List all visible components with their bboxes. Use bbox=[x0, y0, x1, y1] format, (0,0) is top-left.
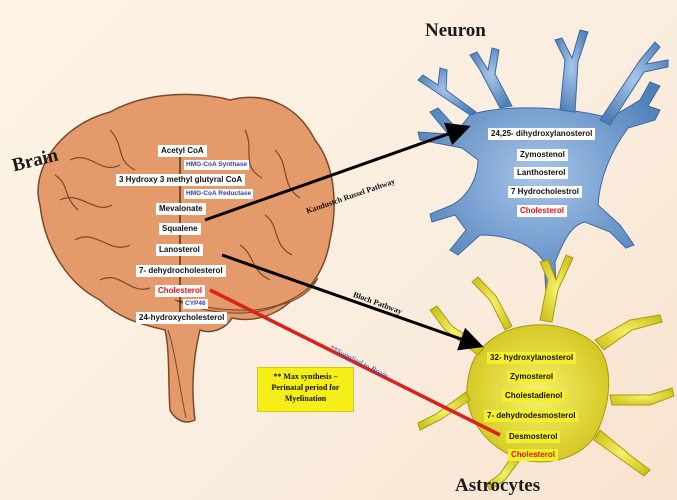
neuron-title: Neuron bbox=[425, 20, 486, 41]
kandutsch-arrow bbox=[204, 122, 471, 222]
astrocyte-cholestadienol: Cholestadienol bbox=[502, 390, 566, 402]
brain-squalene: Squalene bbox=[159, 223, 201, 235]
astrocyte-cholesterol: Cholesterol bbox=[508, 449, 559, 461]
astrocyte-desmosterol: Desmosterol bbox=[506, 431, 561, 443]
note-line-3: Myelination bbox=[284, 394, 327, 403]
enzyme-hmg-coa-synthase: HMG-CoA Synthase bbox=[184, 160, 250, 170]
neuron-dihydroxylanosterol: 24,25- dihydroxylanosterol bbox=[488, 128, 596, 140]
enzyme-cyp46: CYP46 bbox=[183, 299, 208, 309]
neuron-illustration bbox=[417, 29, 669, 293]
astrocyte-zymosterol: Zymosterol bbox=[507, 371, 557, 383]
note-line-2: Perinatal period for bbox=[271, 383, 340, 392]
neuron-lanthosterol: Lanthosterol bbox=[514, 167, 569, 179]
brain-illustration bbox=[37, 93, 335, 423]
astrocytes-title: Astrocytes bbox=[455, 475, 541, 496]
brain-7-dehydrocholesterol: 7- dehydrocholesterol bbox=[136, 265, 226, 277]
brain-lanosterol: Lanosterol bbox=[156, 244, 203, 256]
brain-mevalonate: Mevalonate bbox=[156, 203, 206, 215]
max-synthesis-note: ** Max synthesis – Perinatal period for … bbox=[257, 367, 354, 412]
brain-24-hydroxycholesterol: 24-hydroxycholesterol bbox=[136, 312, 228, 324]
neuron-cholesterol: Cholesterol bbox=[517, 205, 568, 217]
brain-cholesterol: Cholesterol bbox=[155, 285, 206, 297]
note-line-1: ** Max synthesis – bbox=[273, 372, 338, 381]
astrocyte-dehydrodesmosterol: 7- dehydrodesmosterol bbox=[484, 410, 579, 422]
astrocyte-hydroxylanosterol: 32- hydroxylanosterol bbox=[487, 352, 577, 364]
brain-hmg-coa: 3 Hydroxy 3 methyl glutyral CoA bbox=[116, 174, 246, 186]
neuron-zymostenol: Zymostenol bbox=[517, 149, 568, 161]
brain-acetyl-coa: Acetyl CoA bbox=[158, 145, 207, 157]
bloch-arrow bbox=[221, 253, 484, 351]
enzyme-hmg-coa-reductase: HMG-CoA Reductase bbox=[184, 189, 254, 199]
supplied-arrow bbox=[209, 288, 501, 437]
neuron-7-hydrocholestrol: 7 Hydrocholestrol bbox=[508, 186, 583, 198]
